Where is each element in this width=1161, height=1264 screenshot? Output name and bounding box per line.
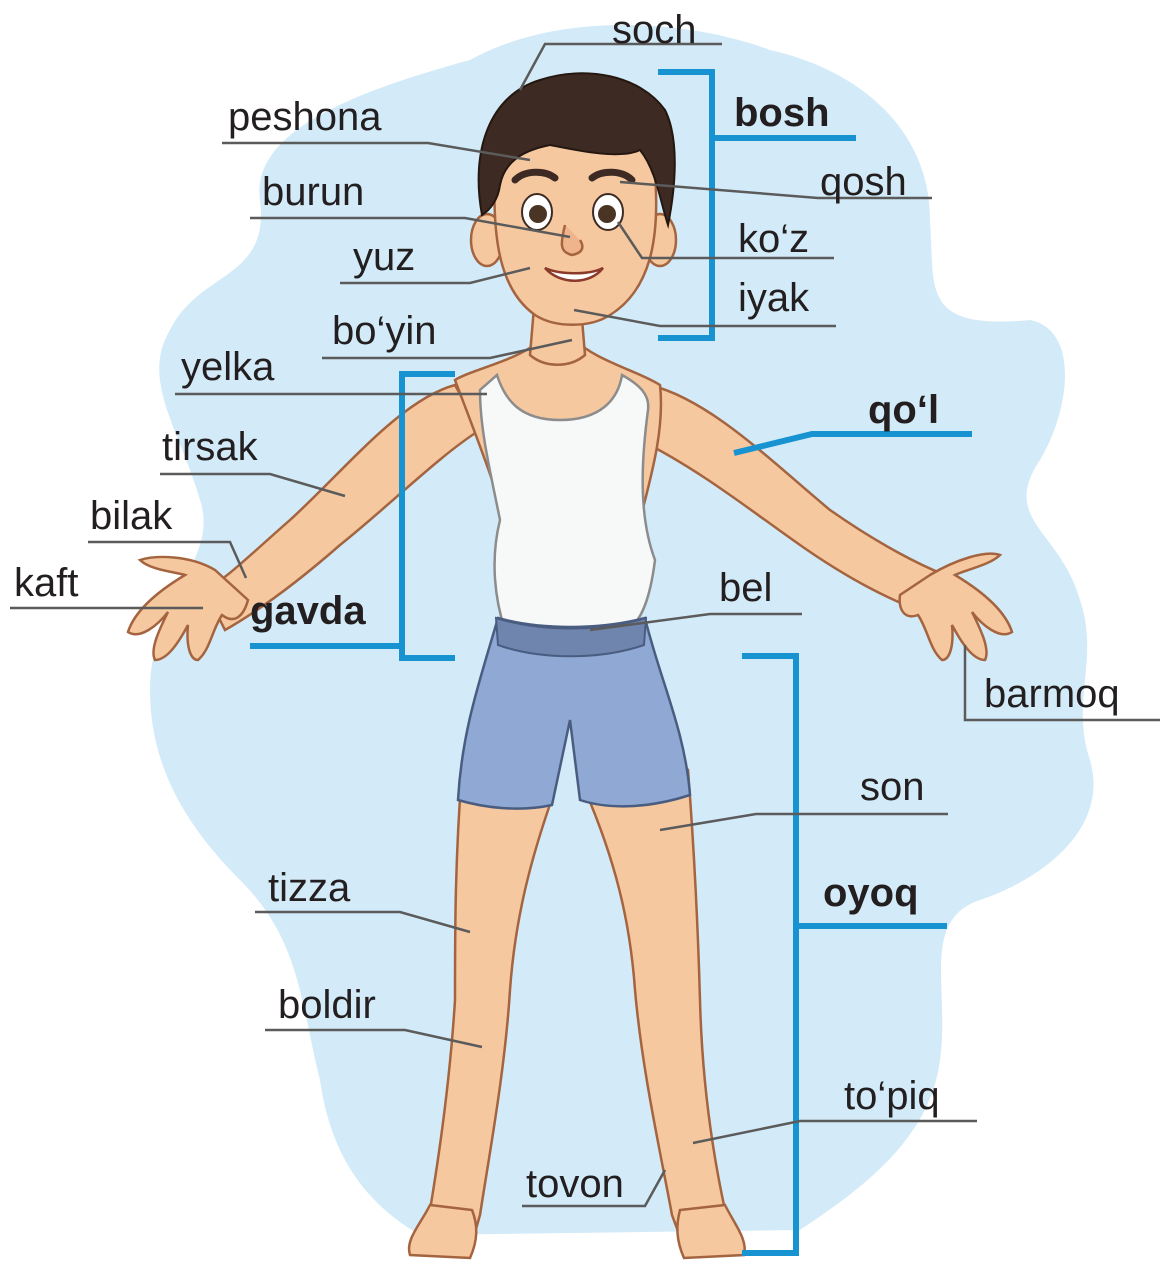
label-boyin: bo‘yin [332,309,437,353]
label-tovon: tovon [526,1162,624,1206]
group-label-oyoq: oyoq [823,871,919,915]
group-label-gavda: gavda [250,589,366,633]
label-tizza: tizza [268,866,351,910]
label-burun: burun [262,170,364,214]
label-peshona: peshona [228,95,382,139]
label-son: son [860,765,925,809]
label-yuz: yuz [353,235,415,279]
label-tirsak: tirsak [162,425,259,469]
pupil-left [529,205,547,223]
pupil-right [598,205,616,223]
group-label-bosh: bosh [734,91,830,135]
label-bel: bel [719,566,772,610]
label-bilak: bilak [90,494,173,538]
label-barmoq: barmoq [984,672,1120,716]
label-topiq: to‘piq [844,1074,940,1118]
label-boldir: boldir [278,983,376,1027]
label-qosh: qosh [820,160,907,204]
label-soch: soch [612,8,697,52]
group-label-qol: qo‘l [868,388,939,432]
label-iyak: iyak [738,276,810,320]
label-koz: ko‘z [738,217,809,261]
label-kaft: kaft [14,561,78,605]
label-yelka: yelka [181,345,275,389]
